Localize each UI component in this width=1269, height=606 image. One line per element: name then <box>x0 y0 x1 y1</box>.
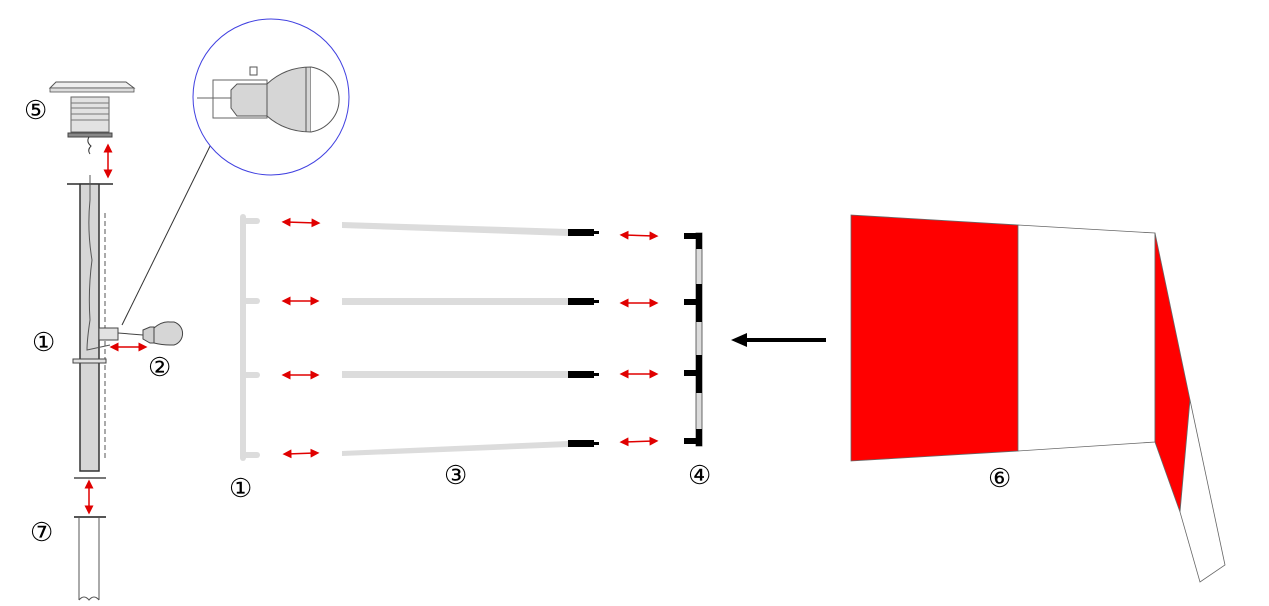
base-tube-icon <box>74 516 106 601</box>
label-base-tube: ⑦ <box>30 518 54 548</box>
detail-magnifier-icon <box>192 18 350 176</box>
label-mast: ① <box>32 328 56 358</box>
label-windsock: ⑥ <box>988 464 1012 494</box>
label-mast-frame: ① <box>229 474 253 504</box>
label-obstruction-light: ⑤ <box>24 96 48 126</box>
support-rods-icon <box>342 222 599 456</box>
frame-icon <box>240 214 260 461</box>
mast-icon <box>67 133 217 479</box>
attach-arrows-right <box>619 230 659 447</box>
obstruction-light-icon <box>48 81 136 155</box>
label-lamp: ② <box>148 353 172 383</box>
insert-direction-arrow-icon <box>731 333 826 347</box>
sock-ring-icon <box>684 232 703 447</box>
windsock-icon <box>850 214 1226 583</box>
attach-arrows-left <box>281 217 321 459</box>
label-support-rods: ③ <box>444 461 468 491</box>
label-sock-ring: ④ <box>688 461 712 491</box>
lamp-icon <box>117 321 183 346</box>
